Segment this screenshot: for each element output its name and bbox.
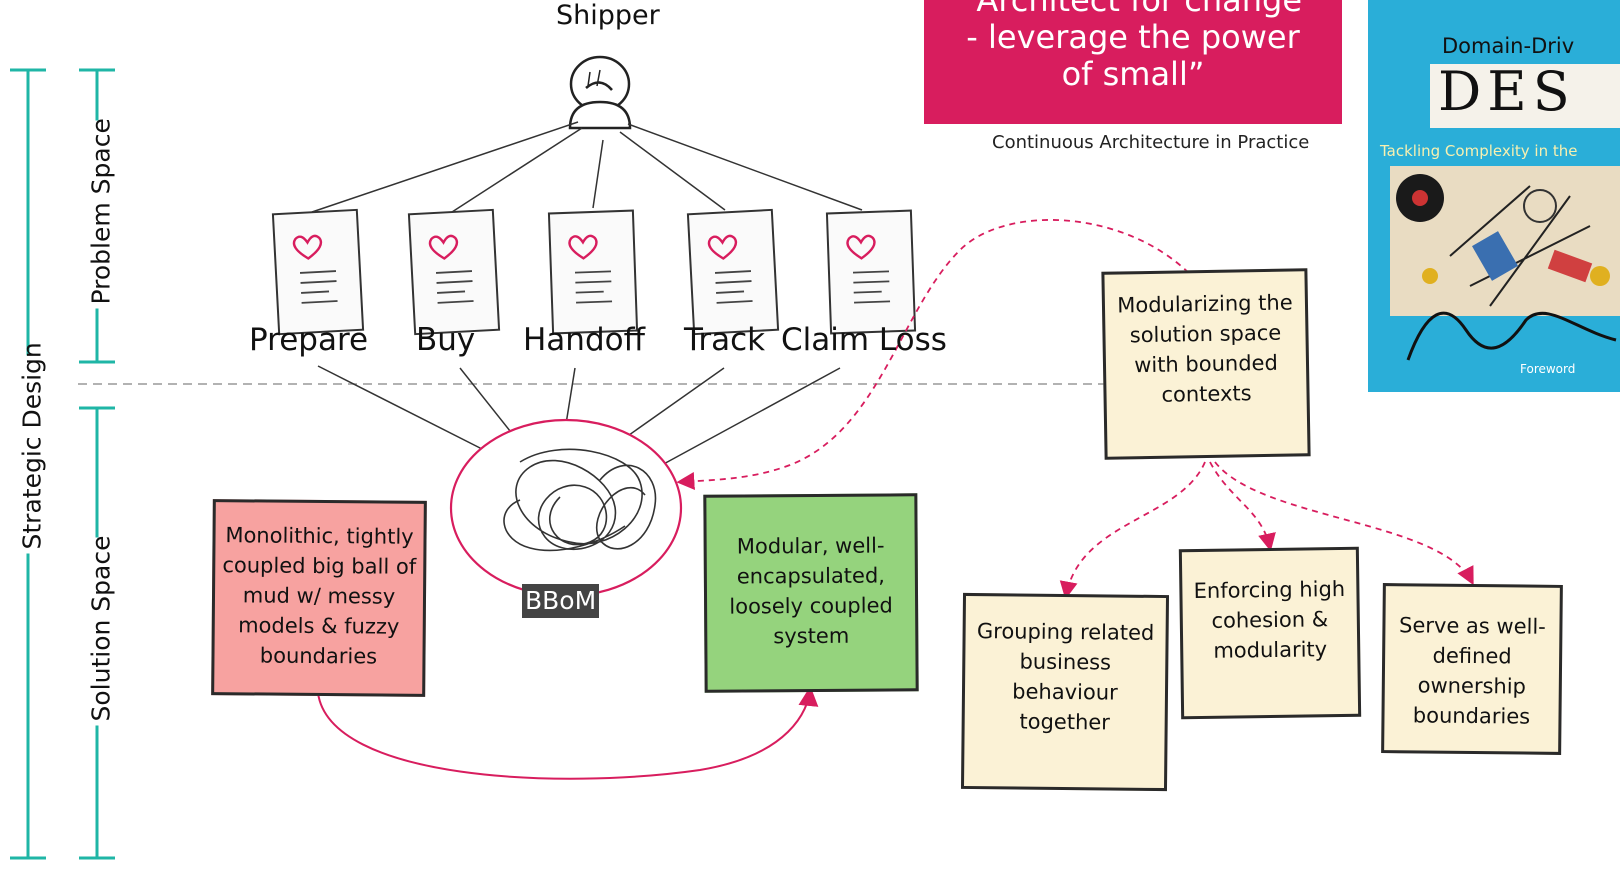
note-grouping: Grouping related business behaviour toge… xyxy=(960,592,1170,792)
bbom-label: BBoM xyxy=(522,584,600,618)
note-monolithic: Monolithic, tightly coupled big ball of … xyxy=(211,499,427,697)
shipper-links xyxy=(311,121,863,213)
document-icon xyxy=(825,209,917,335)
document-icon xyxy=(407,208,501,336)
capability-track: Track xyxy=(684,322,766,358)
child-arrows xyxy=(1059,461,1474,600)
quote-source: Continuous Architecture in Practice xyxy=(992,132,1310,153)
capability-prepare: Prepare xyxy=(249,322,369,358)
shipper-label: Shipper xyxy=(556,0,660,31)
book-title-top: Domain-Driv xyxy=(1442,34,1575,58)
capability-handoff: Handoff xyxy=(523,322,645,358)
note-modularizing: Modularizing the solution space with bou… xyxy=(1101,268,1311,460)
note-modular: Modular, well-encapsulated, loosely coup… xyxy=(703,493,919,693)
book-subtitle: Tackling Complexity in the xyxy=(1380,142,1578,160)
bbom-circle xyxy=(449,418,683,598)
capability-claim-loss: Claim Loss xyxy=(781,322,947,358)
book-curve xyxy=(1406,311,1617,361)
document-icon xyxy=(686,208,780,336)
problem-space-label: Problem Space xyxy=(86,118,116,309)
bounded-context-arrow xyxy=(676,219,1211,491)
book-title-panel xyxy=(1430,64,1620,128)
note-serve: Serve as well-defined ownership boundari… xyxy=(1381,583,1563,755)
strategic-design-label: Strategic Design xyxy=(17,342,47,554)
quote-box: “Architect for change - leverage the pow… xyxy=(924,0,1342,124)
book-cover: Domain-Driv DES Tackling Complexity in t… xyxy=(1368,0,1620,392)
quote-line-3: of small” xyxy=(1061,55,1205,93)
capability-buy: Buy xyxy=(416,322,476,358)
quote-line-2: - leverage the power xyxy=(966,18,1300,56)
book-artwork xyxy=(1390,166,1620,316)
migration-arrow xyxy=(317,686,819,780)
shipper-figure xyxy=(568,55,632,130)
book-title-big: DES xyxy=(1438,60,1576,123)
note-enforcing: Enforcing high cohesion & modularity xyxy=(1178,546,1362,720)
quote-line-1: “Architect for change xyxy=(963,0,1303,19)
capability-links xyxy=(317,365,841,467)
book-foreword: Foreword xyxy=(1520,362,1576,376)
document-icon xyxy=(271,208,365,336)
solution-space-label: Solution Space xyxy=(86,536,116,726)
document-icon xyxy=(547,209,639,335)
